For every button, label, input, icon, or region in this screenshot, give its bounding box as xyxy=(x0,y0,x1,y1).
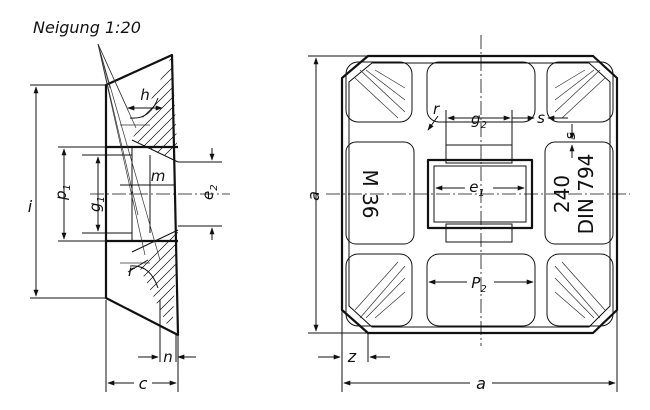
corner-rays xyxy=(354,69,606,319)
slope-leaders xyxy=(97,43,161,261)
dim-n-label: n xyxy=(163,348,173,366)
dim-m-label: m xyxy=(151,167,166,185)
dim-r-left-label: r xyxy=(128,262,135,280)
dim-z-label: z xyxy=(347,347,357,366)
edge-lug-left xyxy=(345,141,415,245)
svg-text:e2: e2 xyxy=(199,184,220,200)
dim-s-vertical-label: s xyxy=(563,132,579,139)
svg-text:M 36: M 36 xyxy=(358,169,382,218)
dim-r-left-leader xyxy=(127,259,149,273)
dim-s-horizontal-label: s xyxy=(537,109,545,127)
dim-g1-label: g1 xyxy=(86,196,107,212)
dim-c-label: c xyxy=(139,374,148,393)
plate-inner-outline xyxy=(348,62,611,328)
svg-text:a: a xyxy=(304,191,323,201)
svg-text:p1: p1 xyxy=(52,184,73,201)
corner-lug-bl xyxy=(345,253,413,327)
dim-a-vertical-label: a xyxy=(304,191,323,201)
hatch-bottom xyxy=(132,230,178,335)
dim-r-top-label: r xyxy=(433,100,440,118)
top-view: M 36 240 DIN 794 a a z g2 r xyxy=(304,35,630,393)
marking-left: M 36 xyxy=(358,169,382,218)
dim-h-label: h xyxy=(140,86,150,104)
slope-label: Neigung 1:20 xyxy=(33,18,141,37)
plate-outline xyxy=(340,54,619,335)
section-view: i p1 g1 h m e2 r xyxy=(28,43,230,393)
corner-lug-br xyxy=(546,253,614,327)
svg-text:s: s xyxy=(563,132,579,139)
dim-a-horizontal-label: a xyxy=(476,374,486,393)
tslot-bottom-ear xyxy=(445,223,513,243)
dim-g2-label: g2 xyxy=(471,110,487,131)
svg-text:g1: g1 xyxy=(86,196,107,212)
tslot-top-ear xyxy=(445,144,513,164)
dim-i xyxy=(30,84,106,299)
marking-right: 240 DIN 794 xyxy=(550,154,598,235)
corner-lug-tr xyxy=(546,61,614,123)
dim-p2-label: P2 xyxy=(471,274,486,295)
dim-i-label: i xyxy=(28,197,33,216)
dim-e1-label: e1 xyxy=(469,178,485,199)
marking-right-line1: 240 xyxy=(550,175,574,213)
dim-p1-label: p1 xyxy=(52,184,73,201)
dim-r-top-leader xyxy=(427,115,439,131)
corner-lug-tl xyxy=(345,61,413,123)
dim-e2-label: e2 xyxy=(199,184,220,200)
edge-lug-right xyxy=(544,141,614,245)
marking-right-line2: DIN 794 xyxy=(574,154,598,235)
